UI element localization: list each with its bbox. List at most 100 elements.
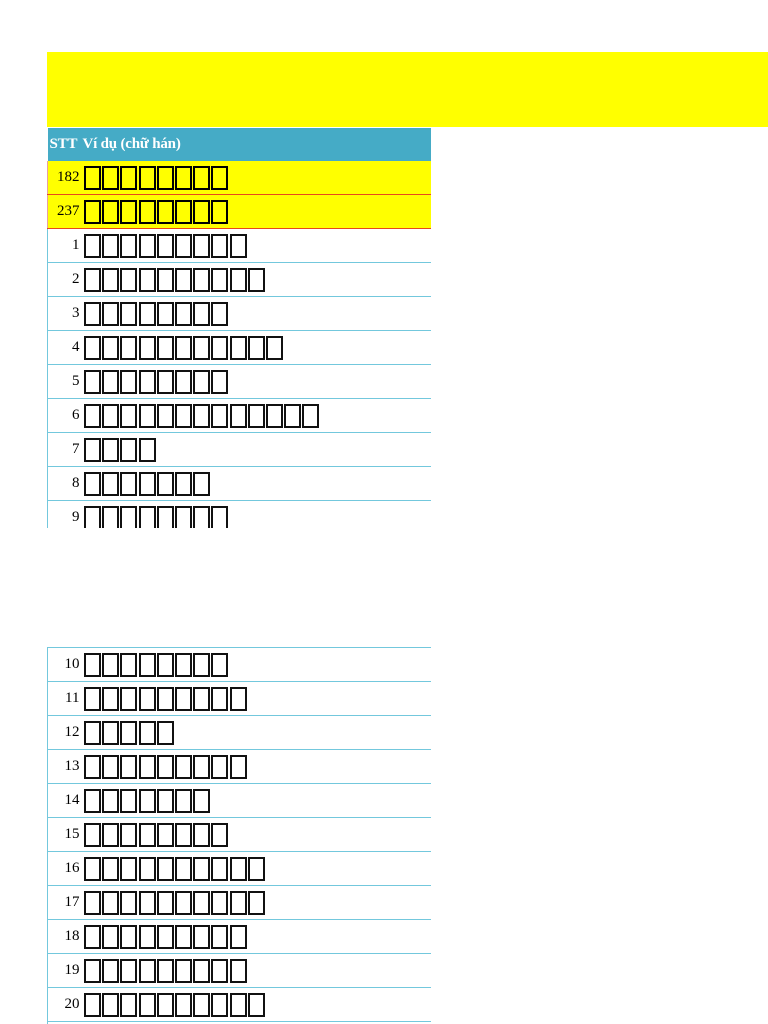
- column-header-stt[interactable]: STT: [47, 128, 83, 161]
- cell-stt[interactable]: 182: [47, 161, 83, 195]
- cell-vi-du-chu-han[interactable]: [82, 953, 431, 988]
- table-row[interactable]: 10: [47, 647, 431, 682]
- missing-glyph-box-icon: [229, 924, 247, 949]
- cell-stt[interactable]: 14: [47, 783, 83, 818]
- cell-vi-du-chu-han[interactable]: [82, 466, 431, 501]
- table-row[interactable]: 15: [47, 817, 431, 852]
- cell-stt[interactable]: 237: [47, 194, 83, 229]
- cell-stt[interactable]: 15: [47, 817, 83, 852]
- table-row[interactable]: 17: [47, 885, 431, 920]
- cell-vi-du-chu-han[interactable]: [82, 1021, 431, 1024]
- missing-glyph-box-icon: [120, 652, 138, 677]
- cell-vi-du-chu-han[interactable]: [82, 851, 431, 886]
- cell-vi-du-chu-han[interactable]: [82, 432, 431, 467]
- cell-stt[interactable]: 17: [47, 885, 83, 920]
- table-row[interactable]: 13: [47, 749, 431, 784]
- cell-stt[interactable]: 3: [47, 296, 83, 331]
- cell-vi-du-chu-han[interactable]: [82, 749, 431, 784]
- yellow-banner-block[interactable]: [47, 52, 768, 127]
- missing-glyph-box-icon: [138, 267, 156, 292]
- missing-glyph-box-icon: [102, 686, 120, 711]
- cell-stt[interactable]: 10: [47, 647, 83, 682]
- cell-stt[interactable]: 8: [47, 466, 83, 501]
- cell-stt[interactable]: 16: [47, 851, 83, 886]
- cell-stt[interactable]: [47, 1021, 83, 1024]
- missing-glyph-box-icon: [138, 992, 156, 1017]
- cell-vi-du-chu-han[interactable]: [82, 262, 431, 297]
- missing-glyph-box-icon: [84, 686, 102, 711]
- missing-glyph-box-icon: [120, 301, 138, 326]
- cell-vi-du-chu-han[interactable]: [82, 330, 431, 365]
- cell-vi-du-chu-han[interactable]: [82, 194, 431, 229]
- cell-stt[interactable]: 5: [47, 364, 83, 399]
- cell-vi-du-chu-han[interactable]: [82, 681, 431, 716]
- missing-glyph-run: [84, 233, 248, 258]
- cell-stt[interactable]: 4: [47, 330, 83, 365]
- cell-vi-du-chu-han[interactable]: [82, 817, 431, 852]
- cell-vi-du-chu-han[interactable]: [82, 987, 431, 1022]
- cell-stt[interactable]: 13: [47, 749, 83, 784]
- cell-vi-du-chu-han[interactable]: [82, 715, 431, 750]
- table-row[interactable]: 6: [47, 398, 431, 433]
- cell-stt[interactable]: 19: [47, 953, 83, 988]
- missing-glyph-box-icon: [84, 199, 102, 224]
- missing-glyph-run: [84, 822, 230, 847]
- missing-glyph-box-icon: [211, 301, 229, 326]
- table-row[interactable]: 237: [47, 194, 431, 229]
- cell-stt[interactable]: 1: [47, 228, 83, 263]
- table-row[interactable]: 4: [47, 330, 431, 365]
- table-row[interactable]: 5: [47, 364, 431, 399]
- cell-vi-du-chu-han[interactable]: [82, 398, 431, 433]
- missing-glyph-box-icon: [102, 165, 120, 190]
- missing-glyph-box-icon: [247, 890, 265, 915]
- table-row[interactable]: 18: [47, 919, 431, 954]
- cell-vi-du-chu-han[interactable]: [82, 228, 431, 263]
- missing-glyph-run: [84, 505, 230, 528]
- column-header-vi-du-chu-han[interactable]: Ví dụ (chữ hán): [82, 128, 431, 161]
- missing-glyph-box-icon: [247, 267, 265, 292]
- table-row[interactable]: 8: [47, 466, 431, 501]
- table-row[interactable]: 12: [47, 715, 431, 750]
- cell-stt[interactable]: 11: [47, 681, 83, 716]
- table-row[interactable]: 2: [47, 262, 431, 297]
- missing-glyph-box-icon: [156, 754, 174, 779]
- missing-glyph-box-icon: [156, 301, 174, 326]
- cell-vi-du-chu-han[interactable]: [82, 783, 431, 818]
- missing-glyph-box-icon: [84, 992, 102, 1017]
- table-row[interactable]: 182: [47, 161, 431, 195]
- missing-glyph-box-icon: [193, 471, 211, 496]
- table-row[interactable]: 11: [47, 681, 431, 716]
- cell-stt[interactable]: 18: [47, 919, 83, 954]
- table-row[interactable]: 14: [47, 783, 431, 818]
- missing-glyph-box-icon: [229, 267, 247, 292]
- missing-glyph-box-icon: [84, 924, 102, 949]
- cell-vi-du-chu-han[interactable]: [82, 647, 431, 682]
- table-row[interactable]: 7: [47, 432, 431, 467]
- table-row[interactable]: 16: [47, 851, 431, 886]
- missing-glyph-box-icon: [120, 335, 138, 360]
- missing-glyph-box-icon: [102, 652, 120, 677]
- table-row[interactable]: 19: [47, 953, 431, 988]
- cell-vi-du-chu-han[interactable]: [82, 296, 431, 331]
- table-row[interactable]: 9: [47, 500, 431, 528]
- cell-stt[interactable]: 9: [47, 500, 83, 528]
- cell-vi-du-chu-han[interactable]: [82, 500, 431, 528]
- cell-stt[interactable]: 2: [47, 262, 83, 297]
- cell-vi-du-chu-han[interactable]: [82, 919, 431, 954]
- cell-vi-du-chu-han[interactable]: [82, 885, 431, 920]
- cell-stt[interactable]: 20: [47, 987, 83, 1022]
- missing-glyph-box-icon: [120, 505, 138, 528]
- table-row[interactable]: 1: [47, 228, 431, 263]
- cell-stt[interactable]: 12: [47, 715, 83, 750]
- cell-stt[interactable]: 6: [47, 398, 83, 433]
- table-row[interactable]: 20: [47, 987, 431, 1022]
- cell-stt[interactable]: 7: [47, 432, 83, 467]
- missing-glyph-run: [84, 720, 175, 745]
- table-row[interactable]: 3: [47, 296, 431, 331]
- cell-vi-du-chu-han[interactable]: [82, 364, 431, 399]
- cell-vi-du-chu-han[interactable]: [82, 161, 431, 195]
- table-row[interactable]: [47, 1021, 431, 1024]
